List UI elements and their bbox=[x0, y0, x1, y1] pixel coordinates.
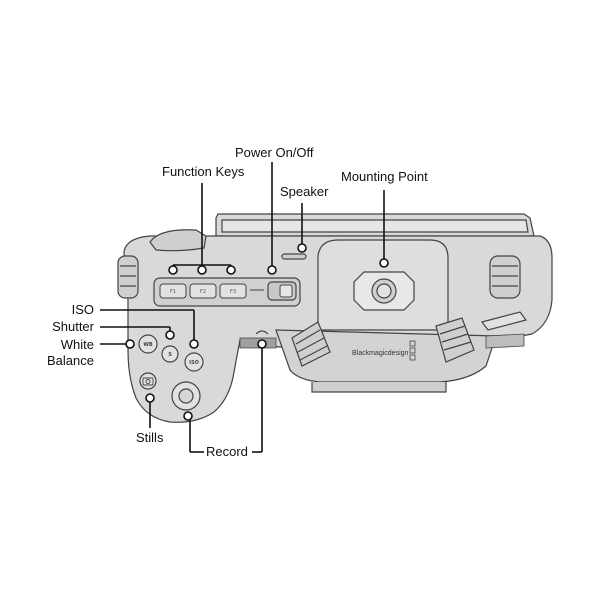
shutter-callout-dot bbox=[165, 330, 175, 340]
right-strap-lug bbox=[489, 255, 521, 299]
top-plate-inner bbox=[221, 219, 529, 233]
mounting-point-label: Mounting Point bbox=[341, 169, 428, 184]
right-dial bbox=[485, 333, 525, 349]
white-balance-label-line1: White bbox=[61, 337, 94, 352]
function-key-1-label: F1 bbox=[170, 289, 176, 295]
function-keys: F1 F2 F3 bbox=[159, 283, 247, 299]
stills-callout-dot bbox=[145, 393, 155, 403]
mounting-point-callout-dot bbox=[379, 258, 389, 268]
iso-button-label: ISO bbox=[189, 360, 199, 366]
top-dial bbox=[149, 229, 207, 252]
brand-logo-squares bbox=[409, 340, 416, 361]
speaker-label: Speaker bbox=[280, 184, 329, 199]
right-side-port bbox=[480, 311, 528, 331]
left-strap-lug bbox=[117, 255, 139, 299]
power-callout-dot bbox=[267, 265, 277, 275]
record-wheel-callout-dot bbox=[257, 339, 267, 349]
record-label: Record bbox=[206, 444, 248, 459]
iso-callout-dot bbox=[189, 339, 199, 349]
iso-label: ISO bbox=[72, 302, 94, 317]
shutter-button[interactable] bbox=[161, 345, 179, 363]
camera-body bbox=[117, 213, 553, 423]
stills-label: Stills bbox=[136, 430, 164, 445]
callout-dots bbox=[125, 243, 389, 421]
right-grip-ridges bbox=[435, 317, 475, 363]
iso-button[interactable] bbox=[184, 352, 204, 372]
left-grip-ridges bbox=[291, 321, 331, 367]
function-key-2-label: F2 bbox=[200, 289, 206, 295]
power-label: Power On/Off bbox=[235, 145, 314, 160]
shutter-button-label: S bbox=[168, 352, 172, 358]
mounting-point-hole-inner bbox=[376, 283, 392, 299]
function-key-1[interactable] bbox=[159, 283, 187, 299]
shutter-label: Shutter bbox=[52, 319, 95, 334]
front-lip bbox=[311, 382, 447, 393]
power-switch[interactable] bbox=[250, 281, 297, 301]
function-keys-label: Function Keys bbox=[162, 164, 245, 179]
function-key-3-label: F3 bbox=[230, 289, 236, 295]
brand-logo-text: Blackmagicdesign bbox=[352, 350, 409, 357]
speaker-callout-dot bbox=[297, 243, 307, 253]
record-button[interactable] bbox=[178, 388, 194, 404]
function-key-2[interactable] bbox=[189, 283, 217, 299]
function-key-3[interactable] bbox=[219, 283, 247, 299]
record-callout-dot bbox=[183, 411, 193, 421]
function-key-2-callout-dot bbox=[197, 265, 207, 275]
speaker-grill bbox=[281, 253, 307, 260]
wb-button-label: WB bbox=[143, 342, 153, 348]
function-key-3-callout-dot bbox=[226, 265, 236, 275]
white-balance-label-line2: Balance bbox=[47, 353, 94, 368]
function-key-1-callout-dot bbox=[168, 265, 178, 275]
stills-icon bbox=[142, 377, 154, 386]
white-balance-callout-dot bbox=[125, 339, 135, 349]
stills-button[interactable] bbox=[139, 372, 157, 390]
white-balance-button[interactable] bbox=[138, 334, 158, 354]
